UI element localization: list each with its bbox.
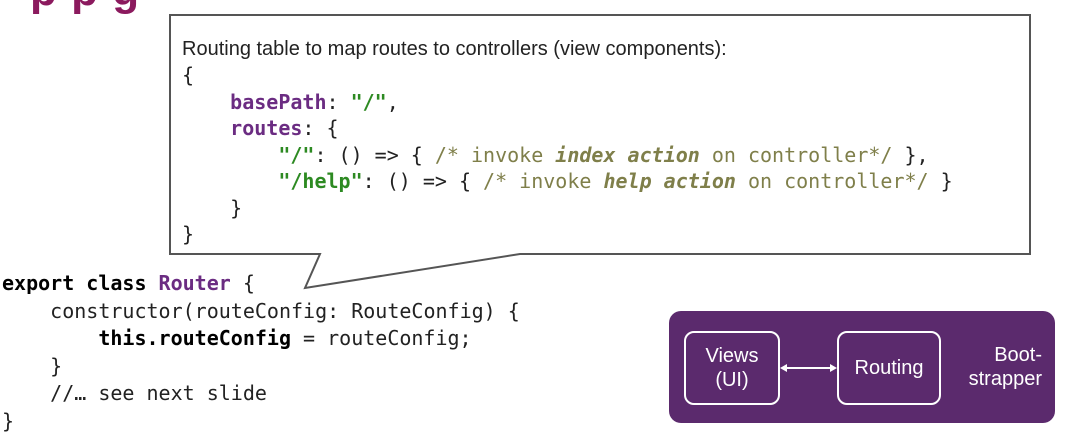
callout-content: Routing table to map routes to controlle… — [182, 36, 1012, 246]
code-route1-end: }, — [892, 142, 929, 167]
code-close-brace: } — [182, 222, 195, 246]
code-constructor: constructor(routeConfig: RouteConfig) { — [50, 298, 520, 323]
code-routes-key: routes — [230, 116, 303, 140]
callout-heading: Routing table to map routes to controlle… — [182, 38, 727, 60]
router-class-code: export class Router { constructor(routeC… — [2, 270, 520, 435]
code-route1-comment-em: index action — [555, 142, 700, 167]
code-this-routeconfig: this.routeConfig — [98, 326, 291, 350]
bootstrapper-line1: Boot- — [994, 344, 1042, 366]
code-route1-comment-b: on controller*/ — [699, 142, 893, 167]
routing-table-code: { basePath: "/", routes: { "/": () => { … — [182, 62, 1012, 248]
code-ctor-close: } — [50, 353, 63, 378]
code-route1-key: "/" — [278, 142, 315, 167]
bootstrapper-label: Boot- strapper — [969, 343, 1042, 391]
code-route2-comment-b: on controller*/ — [735, 169, 929, 193]
double-arrow-icon — [780, 364, 837, 372]
code-routes-open: : { — [302, 116, 339, 140]
code-class-close: } — [2, 408, 15, 433]
routing-box: Routing — [837, 331, 941, 405]
code-route2-end: } — [928, 169, 953, 193]
routing-label: Routing — [854, 357, 924, 379]
code-route2-key: "/help" — [278, 169, 363, 193]
views-label-line1: Views — [705, 345, 759, 367]
code-comment: //… see next slide — [50, 381, 267, 405]
code-basepath-value: "/" — [350, 89, 387, 114]
views-box: Views (UI) — [684, 331, 780, 405]
code-routes-close: } — [230, 195, 243, 220]
code-basepath-end: , — [386, 89, 399, 114]
code-basepath-sep: : — [326, 89, 351, 114]
code-export-class-kw: export class — [2, 271, 147, 295]
slide-title-fragment: p p g — [30, 0, 140, 16]
code-route2-comment-em: help action — [603, 169, 736, 193]
code-open-brace: { — [182, 63, 195, 87]
code-route1-comment-a: /* invoke — [434, 142, 556, 167]
views-label-line2: (UI) — [715, 369, 749, 391]
code-router-class-name: Router — [158, 271, 231, 295]
code-route2-comment-a: /* invoke — [483, 169, 604, 193]
code-route2-mid: : () => { — [362, 169, 484, 193]
code-assign: = routeConfig; — [290, 326, 472, 350]
bootstrapper-line2: strapper — [968, 368, 1042, 390]
architecture-diagram: Views (UI) Routing Boot- strapper — [669, 311, 1055, 423]
code-line1-end: { — [230, 271, 255, 295]
code-basepath-key: basePath — [230, 89, 327, 114]
code-route1-mid: : () => { — [314, 142, 435, 167]
